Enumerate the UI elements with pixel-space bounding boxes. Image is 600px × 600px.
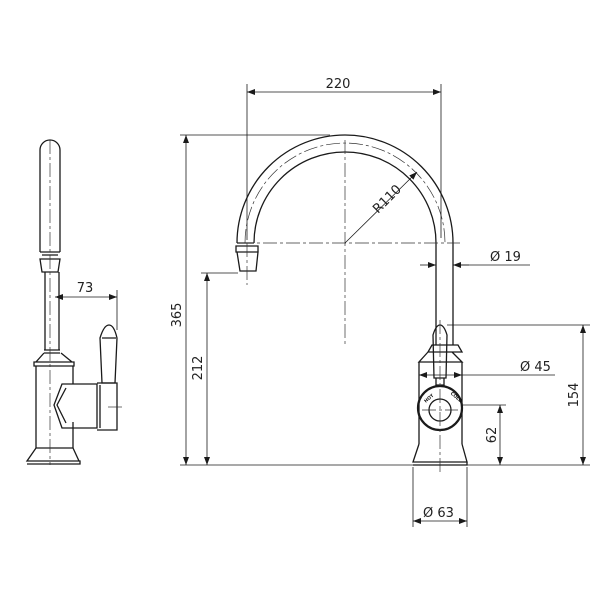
side-body: [35, 366, 74, 448]
spout-inner: [253, 151, 437, 330]
dim-220: 220: [326, 77, 351, 92]
hot-label: HOT: [423, 392, 436, 404]
spout-outer: [236, 134, 454, 330]
dim-73: 73: [77, 281, 94, 296]
dim-154: 154: [567, 383, 582, 408]
dim-62: 62: [485, 427, 500, 444]
dim-d63: Ø 63: [423, 506, 454, 521]
side-stem: [44, 272, 60, 350]
dim-d19: Ø 19: [490, 250, 521, 265]
body-upper-flare: [417, 344, 464, 363]
side-handle-hub: [97, 382, 118, 431]
side-base: [25, 447, 81, 465]
dim-365: 365: [170, 303, 185, 328]
dim-r110: R110: [370, 182, 405, 217]
side-valve-body: [53, 383, 98, 429]
side-upper-flare: [33, 349, 75, 367]
dim-d45: Ø 45: [520, 360, 551, 375]
side-view: 73: [25, 139, 125, 465]
front-view: R110 HOT COLD 220 365 212 154: [170, 77, 590, 527]
side-lever: [99, 324, 118, 384]
dim-212: 212: [191, 356, 206, 381]
